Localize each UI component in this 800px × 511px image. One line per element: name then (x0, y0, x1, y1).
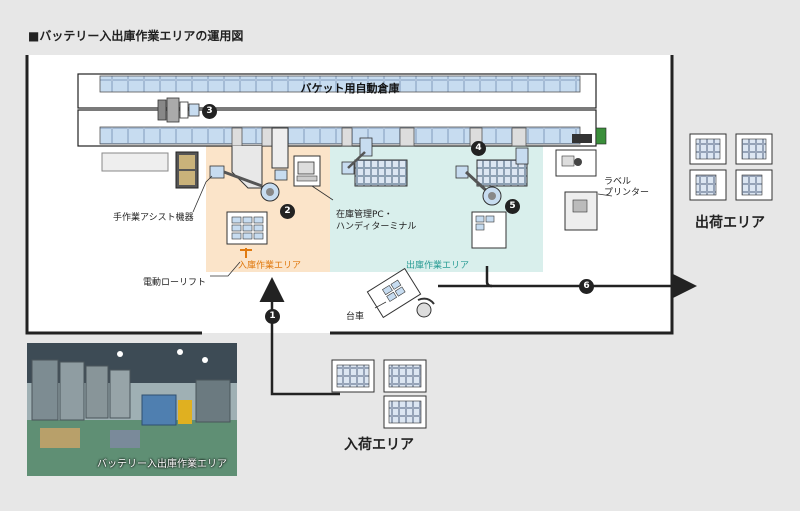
control-unit (572, 134, 592, 143)
receiving-pallets (331, 359, 427, 429)
assist-device-label: 手作業アシスト機器 (113, 213, 194, 223)
inbound-zone-label: 入庫作業エリア (238, 261, 302, 271)
assist-arm-1 (209, 165, 280, 202)
page-title: ■バッテリー入出庫作業エリアの運用図 (28, 29, 244, 43)
marker-3: 3 (202, 104, 217, 119)
pc-terminal-label-2: ハンディターミナル (336, 222, 417, 232)
wall-left (25, 55, 202, 335)
lift-leader (210, 261, 241, 277)
label-printer (555, 149, 598, 231)
marker-6: 6 (579, 279, 594, 294)
printer-leader (597, 193, 613, 197)
outbound-zone-label: 出庫作業エリア (406, 261, 470, 271)
warehouse-label: バケット用自動倉庫 (300, 82, 400, 95)
assist-arm-3 (455, 165, 502, 206)
wall-right (330, 55, 674, 335)
shipping-area-label: 出荷エリア (695, 215, 765, 231)
pc-leader (311, 185, 334, 201)
label-printer-label-1: ラベル (604, 177, 632, 187)
control-panel (595, 127, 607, 145)
pc-terminal-label-1: 在庫管理PC・ (336, 210, 393, 220)
pallet-outbound (471, 211, 507, 249)
stacker-crane (157, 97, 200, 123)
marker-2: 2 (280, 204, 295, 219)
conveyor-station-2 (341, 127, 415, 187)
cart-label: 台車 (346, 312, 365, 322)
conveyor-station-3 (469, 127, 529, 187)
marker-1: 1 (265, 309, 280, 324)
assist-leader (192, 175, 213, 213)
assist-arm-2 (341, 151, 366, 175)
rack-row-bottom (99, 126, 581, 145)
work-table (101, 152, 169, 172)
warehouse-photo (27, 343, 237, 476)
photo-caption: バッテリー入出庫作業エリア (97, 459, 227, 470)
shipping-pallets (689, 133, 773, 201)
marker-5: 5 (505, 199, 520, 214)
storage-cabinet (175, 151, 199, 189)
lift-icon (240, 248, 252, 258)
lift-label: 電動ローリフト (143, 278, 207, 288)
marker-4: 4 (471, 141, 486, 156)
label-printer-label-2: プリンター (604, 188, 650, 198)
pallet-inbound (226, 211, 268, 245)
shipping-flow-start (485, 266, 493, 288)
pc-terminal (293, 155, 321, 187)
cart-leader (374, 301, 387, 309)
receiving-area-label: 入荷エリア (344, 437, 414, 453)
rack-row-top (99, 75, 581, 93)
